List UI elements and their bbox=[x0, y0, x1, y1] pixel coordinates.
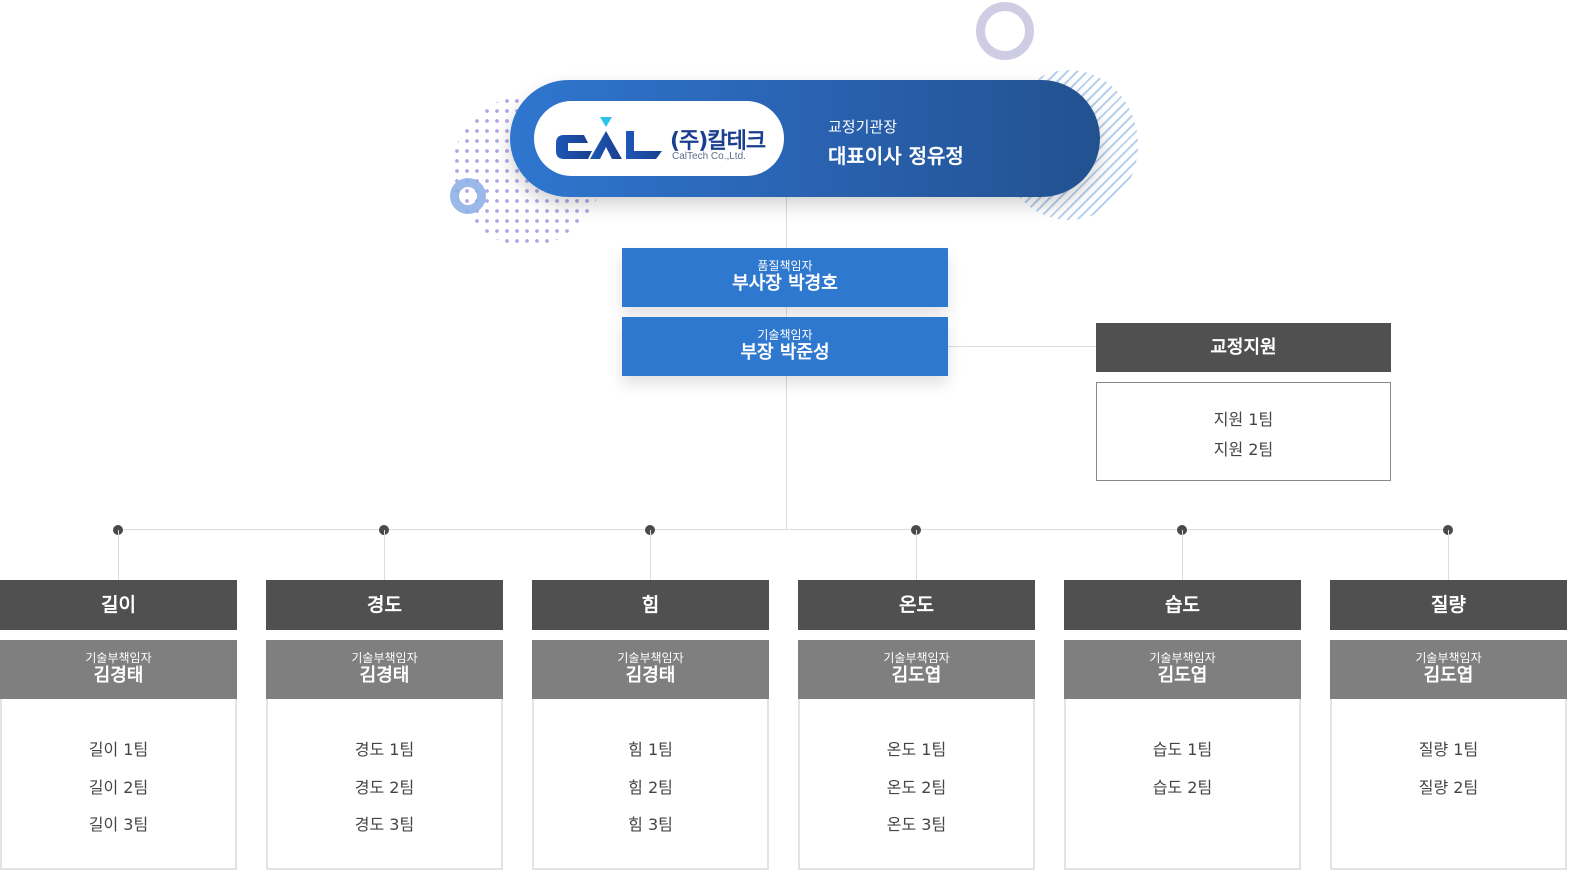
department-team: 온도 2팀 bbox=[886, 777, 947, 797]
department-lead-role: 기술부책임자 bbox=[1415, 651, 1482, 665]
support-team: 지원 2팀 bbox=[1213, 440, 1274, 459]
department-lead-name: 김도엽 bbox=[891, 665, 942, 686]
department-lead: 기술부책임자 김경태 bbox=[532, 640, 769, 699]
department-team: 습도 1팀 bbox=[1152, 740, 1213, 759]
decorative-ring-icon bbox=[976, 2, 1034, 60]
connector-ceo-to-exec bbox=[786, 197, 787, 248]
support-team: 지원 1팀 bbox=[1213, 410, 1274, 429]
ceo-node: (주)칼테크 CalTech Co.,Ltd. 교정기관장 대표이사 정유정 bbox=[510, 80, 1100, 197]
department-team: 질량 2팀 bbox=[1418, 777, 1479, 797]
department-lead-role: 기술부책임자 bbox=[351, 651, 418, 665]
support-team-list: 지원 1팀 지원 2팀 bbox=[1096, 382, 1391, 481]
department-team: 길이 2팀 bbox=[88, 777, 149, 797]
exec-name: 부사장 박경호 bbox=[732, 273, 838, 294]
connector-department-bus bbox=[119, 529, 1450, 530]
department-team: 질량 1팀 bbox=[1418, 740, 1479, 759]
department-title: 습도 bbox=[1064, 580, 1301, 630]
department-lead-role: 기술부책임자 bbox=[85, 651, 152, 665]
department-lead-role: 기술부책임자 bbox=[617, 651, 684, 665]
exec-role: 품질책임자 bbox=[757, 259, 813, 273]
connector-exec-gap bbox=[786, 307, 787, 317]
department-team: 경도 2팀 bbox=[354, 777, 415, 797]
department-team: 힘 3팀 bbox=[628, 815, 673, 834]
department-title: 온도 bbox=[798, 580, 1035, 630]
connector-department-drop bbox=[1182, 530, 1183, 580]
department-title: 질량 bbox=[1330, 580, 1567, 630]
connector-department-drop bbox=[118, 530, 119, 580]
connector-department-drop bbox=[650, 530, 651, 580]
department-team: 힘 2팀 bbox=[628, 777, 673, 797]
department-team: 힘 1팀 bbox=[628, 740, 673, 759]
connector-exec-to-departments bbox=[786, 376, 787, 530]
connector-department-drop bbox=[916, 530, 917, 580]
connector-to-support bbox=[948, 346, 1096, 347]
department-lead-role: 기술부책임자 bbox=[1149, 651, 1216, 665]
company-name-en: CalTech Co.,Ltd. bbox=[672, 151, 746, 162]
department-lead: 기술부책임자 김경태 bbox=[266, 640, 503, 699]
connector-department-drop bbox=[384, 530, 385, 580]
decorative-ring-icon bbox=[450, 178, 486, 214]
department-lead: 기술부책임자 김경태 bbox=[0, 640, 237, 699]
company-logo: (주)칼테크 CalTech Co.,Ltd. bbox=[534, 101, 784, 176]
company-name-kr: (주)칼테크 bbox=[670, 129, 766, 154]
department-team: 경도 1팀 bbox=[354, 740, 415, 759]
exec-role: 기술책임자 bbox=[757, 328, 813, 342]
department-team: 습도 2팀 bbox=[1152, 777, 1213, 797]
quality-manager-node: 품질책임자 부사장 박경호 bbox=[622, 248, 948, 307]
support-title: 교정지원 bbox=[1096, 323, 1391, 372]
department-lead: 기술부책임자 김도엽 bbox=[798, 640, 1035, 699]
department-team: 길이 3팀 bbox=[88, 815, 149, 834]
exec-name: 부장 박준성 bbox=[740, 342, 830, 363]
department-team: 온도 3팀 bbox=[886, 815, 947, 834]
department-lead-name: 김도엽 bbox=[1423, 665, 1474, 686]
department-lead: 기술부책임자 김도엽 bbox=[1330, 640, 1567, 699]
department-team: 온도 1팀 bbox=[886, 740, 947, 759]
department-lead-name: 김경태 bbox=[625, 665, 676, 686]
department-lead-role: 기술부책임자 bbox=[883, 651, 950, 665]
department-lead-name: 김경태 bbox=[359, 665, 410, 686]
department-team: 경도 3팀 bbox=[354, 815, 415, 834]
department-lead: 기술부책임자 김도엽 bbox=[1064, 640, 1301, 699]
department-title: 경도 bbox=[266, 580, 503, 630]
ceo-name: 대표이사 정유정 bbox=[828, 144, 964, 168]
department-team: 길이 1팀 bbox=[88, 740, 149, 759]
department-lead-name: 김경태 bbox=[93, 665, 144, 686]
caltech-logo-icon bbox=[556, 117, 662, 159]
department-lead-name: 김도엽 bbox=[1157, 665, 1208, 686]
department-title: 길이 bbox=[0, 580, 237, 630]
technical-manager-node: 기술책임자 부장 박준성 bbox=[622, 317, 948, 376]
connector-department-drop bbox=[1448, 530, 1449, 580]
department-title: 힘 bbox=[532, 580, 769, 630]
ceo-role: 교정기관장 bbox=[828, 118, 898, 136]
